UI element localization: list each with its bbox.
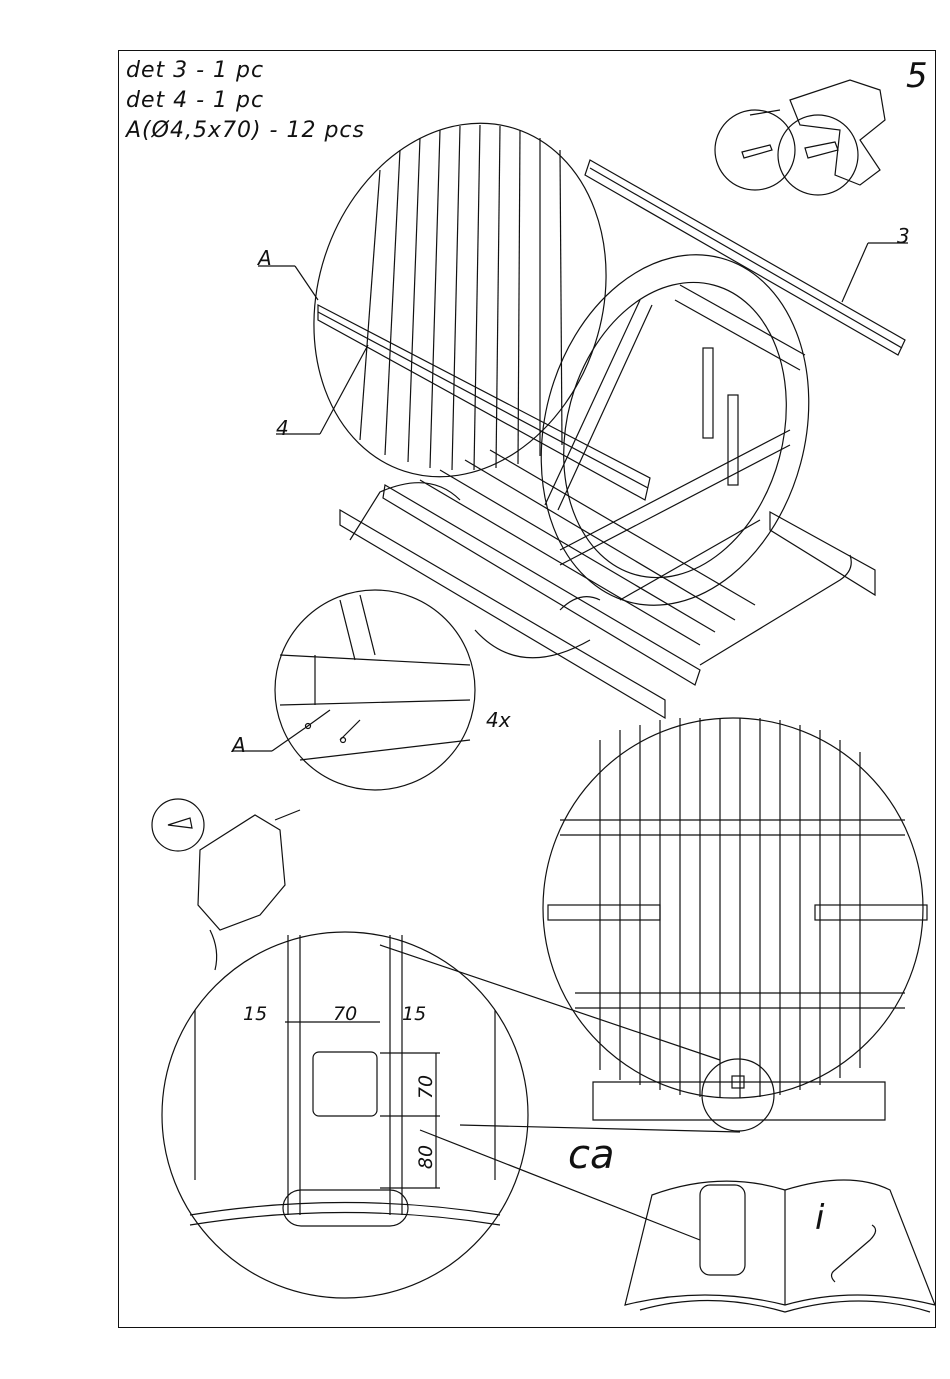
- screwdriver-bit-icon: [805, 142, 838, 158]
- country-code: ca: [568, 1132, 615, 1178]
- drill-bit-icon: [742, 145, 772, 158]
- dimension-cutout-height: 70: [415, 1075, 437, 1099]
- callout-screw-a: A: [258, 246, 272, 270]
- zoom-detail-cutout: [162, 932, 528, 1298]
- zoom-detail-screws: [275, 590, 590, 790]
- wrench-icon: [832, 1225, 876, 1282]
- manual-info-letter: i: [815, 1198, 824, 1238]
- dimension-cutout-width: 70: [333, 1003, 357, 1025]
- manual-book-icon: [420, 1130, 935, 1312]
- callout-detail-4: 4: [276, 416, 289, 440]
- barrel-end-view: [380, 718, 927, 1132]
- floor-slats: [420, 450, 760, 645]
- dimension-left-margin: 15: [243, 1003, 267, 1025]
- dimension-right-margin: 15: [402, 1003, 426, 1025]
- callout-quantity: 4x: [486, 708, 511, 732]
- drill-icon: [715, 80, 885, 195]
- callout-screw-a-detail: A: [232, 733, 246, 757]
- callout-detail-3: 3: [897, 224, 910, 248]
- barrel-back-disk: [269, 85, 650, 515]
- dimension-bottom-offset: 80: [415, 1145, 437, 1169]
